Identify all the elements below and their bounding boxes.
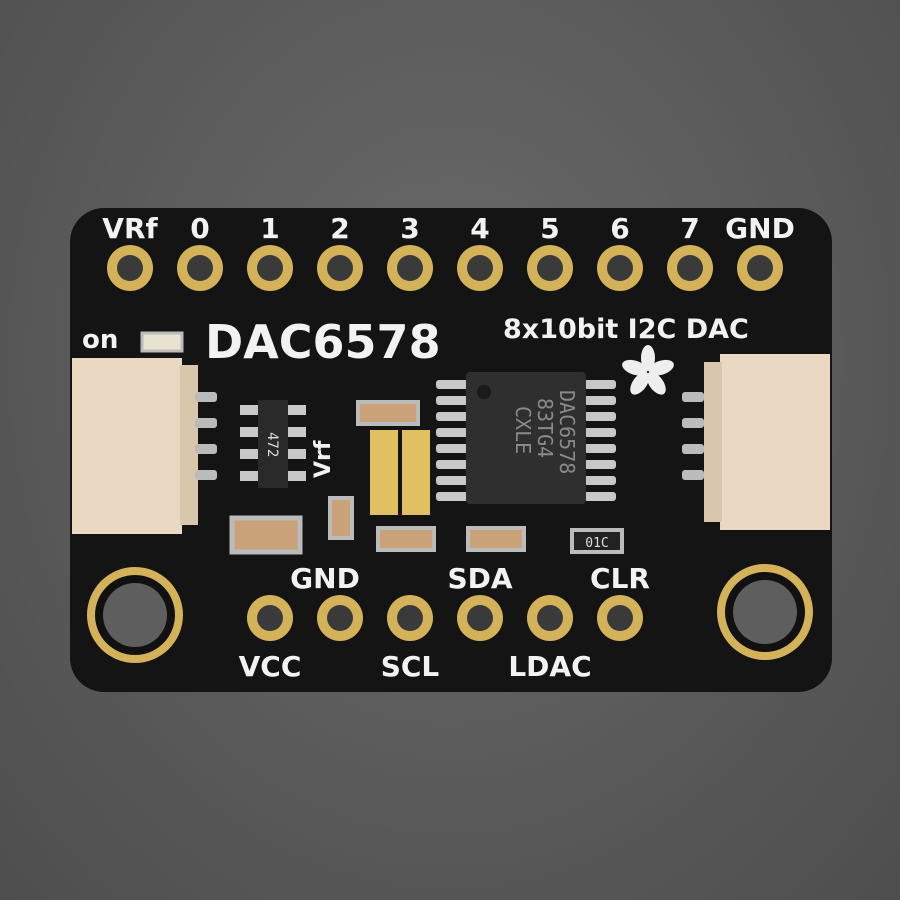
adafruit-flower-logo <box>622 345 674 395</box>
pin-label-vcc: VCC <box>239 650 302 683</box>
chip-marking-1: DAC6578 <box>555 390 579 474</box>
pin-label: 6 <box>610 212 629 245</box>
mounting-hole-right <box>717 564 813 660</box>
pin-label: 4 <box>470 212 489 245</box>
pin-label-ldac: LDAC <box>508 650 591 683</box>
pin-pad <box>247 595 293 641</box>
pin-pad <box>457 595 503 641</box>
pin-pad <box>317 245 363 291</box>
board-title: DAC6578 <box>205 315 441 369</box>
pin-label-sda: SDA <box>447 562 512 595</box>
resistor-marking: 01C <box>585 536 608 551</box>
pin-pad <box>597 245 643 291</box>
pin-label: 1 <box>260 212 279 245</box>
pin-label-gnd: GND <box>290 562 360 595</box>
chip-marking-2: 83TG4 <box>533 398 557 458</box>
stemma-connector-left <box>72 358 182 534</box>
pin-pad <box>387 595 433 641</box>
pin-label: 3 <box>400 212 419 245</box>
board-subtitle: 8x10bit I2C DAC <box>503 314 749 345</box>
stemma-connector-right <box>720 354 830 530</box>
power-led <box>140 331 184 353</box>
pin-pad <box>737 245 783 291</box>
pin-pad <box>667 245 713 291</box>
power-led-label: on <box>82 325 118 355</box>
pin-pad <box>177 245 223 291</box>
vref-label: Vrf <box>311 440 336 478</box>
pin-label: 2 <box>330 212 349 245</box>
pin-label-clr: CLR <box>590 562 650 595</box>
pin-label: 7 <box>680 212 699 245</box>
dac-chip <box>466 372 586 504</box>
pin-pad <box>597 595 643 641</box>
chip-marking-3: CXLE <box>511 406 535 454</box>
pin-label-scl: SCL <box>381 650 440 683</box>
pin-pad <box>387 245 433 291</box>
resistor-network <box>258 400 288 488</box>
pin-pad <box>527 245 573 291</box>
pin-label: 0 <box>190 212 209 245</box>
pin-pad <box>527 595 573 641</box>
pin-label: VRf <box>102 212 158 245</box>
pin-label: 5 <box>540 212 559 245</box>
pin-label: GND <box>725 212 795 245</box>
resistor <box>570 528 624 554</box>
resistor-network-marking: 472 <box>264 432 280 457</box>
pin-pad <box>457 245 503 291</box>
mounting-hole-left <box>87 567 183 663</box>
pin-pad <box>247 245 293 291</box>
pin-pad <box>317 595 363 641</box>
pin-pad <box>107 245 153 291</box>
